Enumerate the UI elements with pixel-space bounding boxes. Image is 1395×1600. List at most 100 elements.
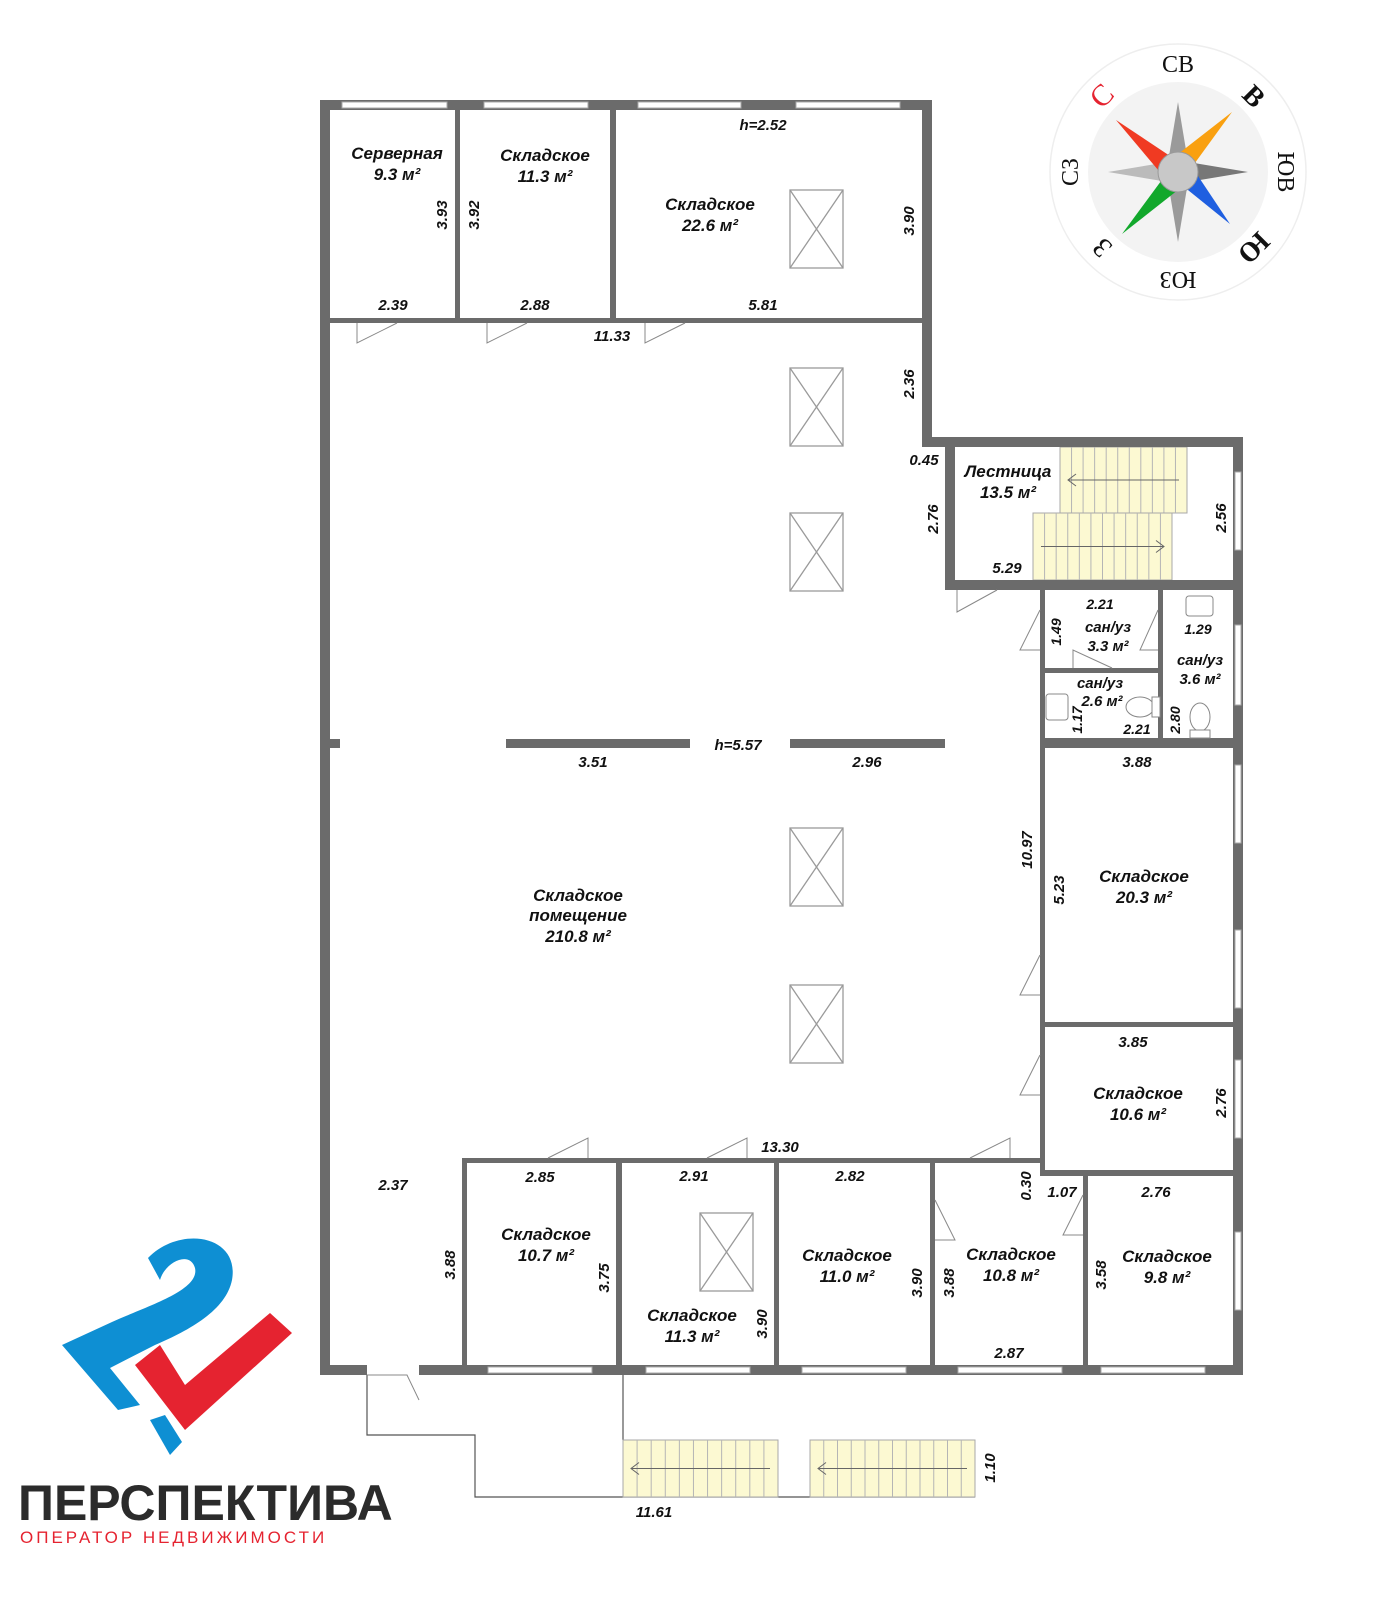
room-name: Складское (1122, 1247, 1212, 1266)
room-area: 210.8 м² (544, 927, 612, 946)
room-name: помещение (529, 906, 627, 925)
room-area: 10.7 м² (518, 1246, 575, 1265)
doors[interactable] (356, 322, 1159, 1401)
room-name: Складское (1099, 867, 1189, 886)
walls (320, 100, 1243, 1375)
room-name: Складское (665, 195, 755, 214)
compass-label: ЮВ (1272, 152, 1298, 193)
dimension: 3.90 (901, 206, 918, 236)
dimension: 1.49 (1048, 618, 1064, 645)
room-area: 3.3 м² (1087, 638, 1129, 655)
toilet-icon (1125, 696, 1155, 718)
skylight-icon (789, 984, 844, 1064)
dimension: 1.10 (982, 1453, 999, 1483)
logo-check-shape (135, 1313, 292, 1430)
sanitary-fixtures (1045, 595, 1214, 739)
dimension: 5.23 (1051, 875, 1068, 905)
dimension: 2.76 (1213, 1088, 1230, 1119)
room-name: Складское (1093, 1084, 1183, 1103)
dimension: 3.85 (1118, 1034, 1148, 1051)
room-name: Складское (966, 1245, 1056, 1264)
room-area: 11.3 м² (518, 167, 574, 186)
staircase (1032, 512, 1173, 581)
dimension: 3.92 (466, 200, 483, 230)
dimension: 3.88 (442, 1250, 459, 1280)
compass-star-icon (1108, 102, 1248, 242)
room-name: Складское (802, 1246, 892, 1265)
room-name: Складское (647, 1306, 737, 1325)
dimension: 2.76 (925, 504, 942, 535)
skylight-icon (789, 189, 844, 269)
dimension: 13.30 (761, 1139, 799, 1156)
room-labels: Серверная 9.3 м² Складское 11.3 м² Склад… (351, 144, 1223, 1346)
dimension: 2.37 (377, 1177, 408, 1194)
stairs (622, 446, 1188, 1498)
logo-two-shape (62, 1238, 233, 1410)
dimension: 2.21 (1122, 721, 1150, 737)
sink-icon (1045, 693, 1069, 721)
stair-arrow-icon (1067, 473, 1077, 487)
room-name: Складское (501, 1225, 591, 1244)
room-area: 10.6 м² (1110, 1105, 1167, 1124)
dimension-labels: 3.93 3.92 3.90 2.39 2.88 5.81 11.33 2.36… (377, 200, 1230, 1521)
room-name: сан/уз (1177, 652, 1223, 669)
skylight-icon (789, 512, 844, 592)
dimension: 2.21 (1085, 596, 1113, 612)
dimension: 2.96 (851, 754, 882, 771)
dimension: 2.91 (678, 1168, 708, 1185)
dimension: 3.51 (578, 754, 607, 771)
dimension: 2.56 (1213, 503, 1230, 534)
staircase (809, 1439, 976, 1498)
compass-rose: С СВ В ЮВ Ю ЮЗ З СЗ (1049, 43, 1307, 301)
skylight-icon (789, 367, 844, 447)
room-area: 22.6 м² (681, 216, 739, 235)
stair-arrow-icon (630, 1462, 640, 1475)
staircase (622, 1439, 779, 1498)
dimension: 11.33 (594, 328, 631, 345)
room-area: 9.8 м² (1144, 1268, 1192, 1287)
sink-icon (1185, 595, 1214, 617)
room-area: 10.8 м² (983, 1266, 1040, 1285)
dimension: 3.75 (596, 1263, 613, 1293)
dimension: 3.90 (754, 1309, 771, 1339)
room-name: Складское (533, 886, 623, 905)
room-area: 11.0 м² (820, 1267, 876, 1286)
room-area: 11.3 м² (665, 1327, 721, 1346)
dimension: 1.07 (1047, 1184, 1077, 1201)
room-area: 13.5 м² (980, 483, 1037, 502)
dimension: 3.93 (434, 200, 451, 230)
dimension: 2.88 (519, 297, 550, 314)
room-name: Складское (500, 146, 590, 165)
room-name: Лестница (963, 462, 1052, 481)
dimension: 3.90 (909, 1268, 926, 1298)
logo-brand-name: ПЕРСПЕКТИВА (18, 1475, 393, 1531)
dimension: 2.80 (1167, 706, 1183, 734)
dimension: 3.88 (1122, 754, 1152, 771)
skylights (699, 189, 844, 1292)
compass-label: СВ (1162, 52, 1194, 78)
room-name: Серверная (351, 144, 443, 163)
dimension: 2.36 (901, 369, 918, 400)
stair-arrow-icon (817, 1462, 827, 1475)
dimension: 3.88 (941, 1268, 958, 1298)
room-area: 2.6 м² (1080, 693, 1123, 710)
dimension: 2.87 (993, 1345, 1024, 1362)
dimension: 10.97 (1019, 831, 1036, 869)
dimension: 1.17 (1069, 705, 1085, 733)
dimension: 1.29 (1184, 621, 1211, 637)
dimension: 5.81 (748, 297, 777, 314)
windows (341, 101, 1242, 1375)
dimension: 2.82 (834, 1168, 865, 1185)
dimension: 0.30 (1018, 1171, 1035, 1201)
stair-arrow-icon (1155, 540, 1165, 553)
dimension: 11.61 (636, 1504, 672, 1521)
height-label: h=2.52 (739, 117, 787, 134)
skylight-icon (699, 1212, 754, 1292)
logo-tagline: ОПЕРАТОР НЕДВИЖИМОСТИ (20, 1528, 327, 1547)
skylight-icon (789, 827, 844, 907)
room-name: сан/уз (1085, 619, 1131, 636)
compass-label: ЮЗ (1160, 266, 1197, 292)
toilet-icon (1189, 702, 1211, 732)
